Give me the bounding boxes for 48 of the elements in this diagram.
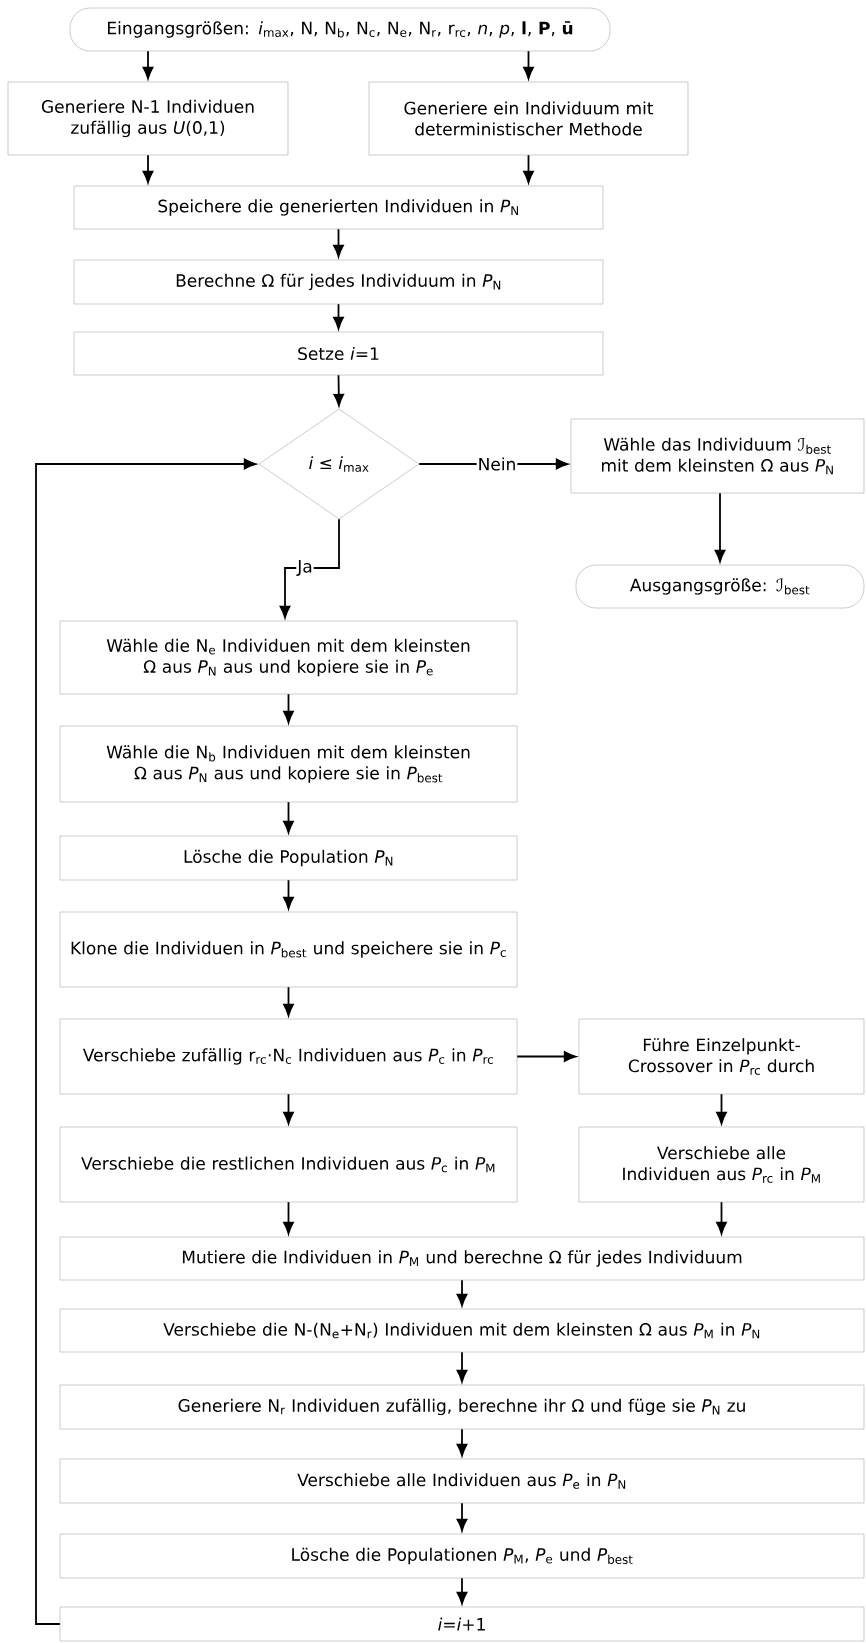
arrow xyxy=(283,693,294,724)
process-box: Klone die Individuen in P$_{best}$ und speichere sie in P$_{c}$ xyxy=(59,911,518,988)
arrow xyxy=(716,1201,727,1235)
arrow xyxy=(456,1279,468,1307)
arrow xyxy=(283,801,294,834)
process-box: Speichere die generierten Individuen in P$_{N}$ xyxy=(73,185,604,230)
arrow xyxy=(283,1201,294,1235)
edge-label: Nein xyxy=(476,456,518,472)
edge-label: Ja xyxy=(296,559,314,577)
arrow xyxy=(283,986,294,1017)
arrow xyxy=(456,1351,468,1383)
arrow xyxy=(283,1093,294,1125)
process-box: Lösche die Populationen P$_{M}$, P$_{e}$ und P$_{best}$ xyxy=(59,1533,865,1579)
arrow xyxy=(716,1093,727,1125)
process-box: Setze i=1 xyxy=(73,331,604,376)
arrow xyxy=(333,374,345,407)
process-box: Wähle die N$_{e}$ Individuen mit dem kleinsten Ω aus P$_{N}$ aus und kopiere sie in P$_{e}$ xyxy=(59,620,518,695)
arrow xyxy=(279,518,340,619)
arrow xyxy=(523,50,534,80)
arrow xyxy=(523,154,534,184)
process-box: Generiere ein Individuum mit deterministischer Methode xyxy=(368,81,689,156)
process-box: Verschiebe die restlichen Individuen aus P$_{c}$ in P$_{M}$ xyxy=(59,1126,518,1203)
process-box: Verschiebe die N-(N$_{e}$+N$_{r}$) Individuen mit dem kleinsten Ω aus P$_{M}$ in P$_{N}$ xyxy=(59,1308,865,1353)
arrow xyxy=(516,1051,577,1062)
arrow xyxy=(333,228,344,258)
arrow xyxy=(283,879,294,910)
terminal-box: Eingangsgrößen: i$_{max}$, N, N$_{b}$, N$_{c}$, N$_{e}$, N$_{r}$, r$_{rc}$, n, p, l, P, ū xyxy=(69,7,611,52)
arrow xyxy=(456,1577,468,1605)
arrow xyxy=(35,458,257,1625)
process-box: Berechne Ω für jedes Individuum in P$_{N}$ xyxy=(73,259,604,305)
arrow xyxy=(142,154,154,184)
process-box: Generiere N$_{r}$ Individuen zufällig, berechne ihr Ω und füge sie P$_{N}$ zu xyxy=(59,1384,865,1430)
process-box: Generiere N-1 Individuen zufällig aus U(0,1) xyxy=(7,81,289,156)
arrow xyxy=(333,303,344,330)
process-box: Führe Einzelpunkt-Crossover in P$_{rc}$ durch xyxy=(578,1018,865,1095)
process-box: Mutiere die Individuen in P$_{M}$ und berechne Ω für jedes Individuum xyxy=(59,1236,865,1281)
process-box: i=i+1 xyxy=(59,1606,865,1642)
process-box: Verschiebe alle Individuen aus P$_{e}$ in P$_{N}$ xyxy=(59,1458,865,1504)
arrow xyxy=(456,1428,468,1457)
arrow xyxy=(456,1502,468,1532)
process-box: Wähle das Individuum ℐ$_{best}$ mit dem kleinsten Ω aus P$_{N}$ xyxy=(570,418,865,494)
arrow xyxy=(142,50,154,80)
process-box: Verschiebe alle Individuen aus P$_{rc}$ in P$_{M}$ xyxy=(578,1126,865,1203)
terminal-box: Ausgangsgröße: ℐ$_{best}$ xyxy=(575,564,865,609)
process-box: Verschiebe zufällig r$_{rc}$·N$_{c}$ Individuen aus P$_{c}$ in P$_{rc}$ xyxy=(59,1018,518,1095)
arrow xyxy=(714,492,726,563)
process-box: Lösche die Population P$_{N}$ xyxy=(59,835,518,881)
process-box: Wähle die N$_{b}$ Individuen mit dem kleinsten Ω aus P$_{N}$ aus und kopiere sie in P$_{best}$ xyxy=(59,725,518,803)
